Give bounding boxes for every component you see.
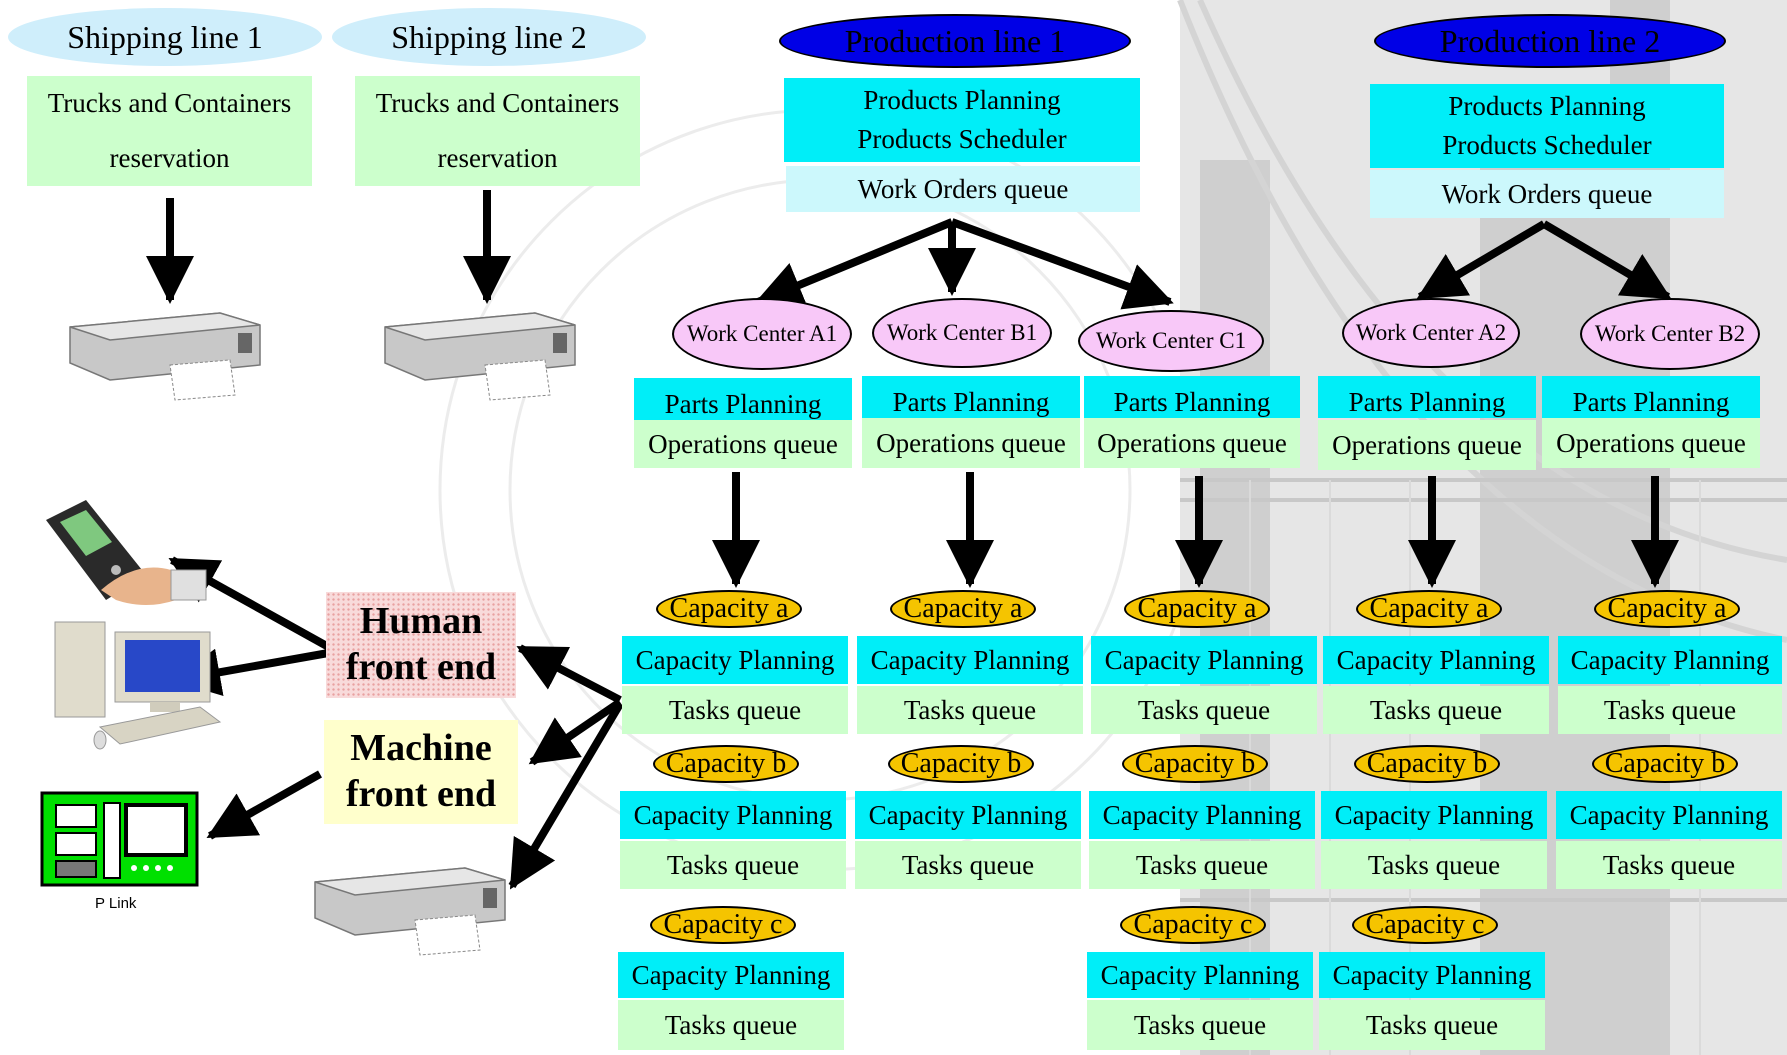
shipping-line-1-reservation-box: Trucks and Containers reservation [27, 76, 312, 186]
production-line-1-work-orders-queue: Work Orders queue [786, 166, 1140, 212]
work-center-a1-operations-queue: Operations queue [634, 420, 852, 468]
work-center-a2-operations-queue: Operations queue [1318, 420, 1536, 470]
capacity-planning-a1-b: Capacity Planning [620, 791, 846, 839]
tasks-queue-a2-c: Tasks queue [1319, 1000, 1545, 1050]
work-center-b1-parts-planning: Parts Planning [862, 376, 1080, 418]
tasks-queue-b1-a: Tasks queue [857, 686, 1083, 734]
capacity-planning-a2-c: Capacity Planning [1319, 952, 1545, 998]
printer-icon [384, 312, 576, 401]
work-center-c1-operations-queue: Operations queue [1084, 418, 1300, 468]
tasks-queue-a2-a: Tasks queue [1323, 686, 1549, 734]
work-center-b2-operations-queue: Operations queue [1542, 418, 1760, 468]
shipping-line-2-reservation-box: Trucks and Containers reservation [355, 76, 640, 186]
capacity-a-a1: Capacity a [656, 590, 802, 628]
tasks-queue-a1-c: Tasks queue [618, 1000, 844, 1050]
products-planning-label: Products Planning [1448, 91, 1646, 121]
tasks-queue-a1-b: Tasks queue [620, 841, 846, 889]
work-center-b1-operations-queue: Operations queue [862, 418, 1080, 468]
plc-board-icon [40, 791, 199, 887]
production-line-2-title: Production line 2 [1374, 14, 1726, 68]
work-center-a1-parts-planning: Parts Planning [634, 378, 852, 420]
work-center-a2: Work Center A2 [1342, 298, 1520, 368]
capacity-planning-c1-c: Capacity Planning [1087, 952, 1313, 998]
products-scheduler-label: Products Scheduler [857, 124, 1067, 154]
capacity-planning-a2-b: Capacity Planning [1321, 791, 1547, 839]
machine-front-end: Machine front end [324, 720, 518, 824]
capacity-b-c1: Capacity b [1122, 745, 1268, 783]
production-line-1-title: Production line 1 [779, 14, 1131, 68]
tasks-queue-c1-a: Tasks queue [1091, 686, 1317, 734]
tasks-queue-c1-c: Tasks queue [1087, 1000, 1313, 1050]
capacity-a-b2: Capacity a [1594, 590, 1740, 628]
handheld-scanner-icon [46, 500, 207, 605]
reservation-line-2: reservation [437, 143, 558, 173]
tasks-queue-c1-b: Tasks queue [1089, 841, 1315, 889]
tasks-queue-b2-a: Tasks queue [1558, 686, 1782, 734]
production-line-1-planning-box: Products Planning Products Scheduler [784, 78, 1140, 162]
shipping-line-1-title: Shipping line 1 [8, 8, 322, 66]
capacity-b-b2: Capacity b [1592, 745, 1738, 783]
tasks-queue-a1-a: Tasks queue [622, 686, 848, 734]
human-front-end-line-1: Human [359, 600, 483, 643]
capacity-planning-c1-b: Capacity Planning [1089, 791, 1315, 839]
work-center-b2: Work Center B2 [1580, 298, 1760, 370]
capacity-b-a2: Capacity b [1354, 745, 1500, 783]
products-scheduler-label: Products Scheduler [1442, 130, 1652, 160]
tasks-queue-b1-b: Tasks queue [855, 841, 1081, 889]
printer-icon [69, 312, 261, 401]
capacity-a-a2: Capacity a [1356, 590, 1502, 628]
production-line-2-work-orders-queue: Work Orders queue [1370, 170, 1724, 218]
reservation-line-1: Trucks and Containers [47, 88, 292, 118]
human-front-end-line-2: front end [345, 646, 497, 688]
capacity-planning-c1-a: Capacity Planning [1091, 636, 1317, 684]
capacity-a-c1: Capacity a [1124, 590, 1270, 628]
capacity-planning-b1-a: Capacity Planning [857, 636, 1083, 684]
reservation-line-1: Trucks and Containers [375, 88, 620, 118]
work-center-c1: Work Center C1 [1078, 310, 1264, 372]
capacity-planning-b2-a: Capacity Planning [1558, 636, 1782, 684]
tasks-queue-b2-b: Tasks queue [1556, 841, 1782, 889]
work-center-c1-parts-planning: Parts Planning [1084, 376, 1300, 418]
machine-front-end-line-1: Machine [350, 727, 492, 770]
capacity-a-b1: Capacity a [890, 590, 1036, 628]
work-center-b1: Work Center B1 [872, 298, 1052, 368]
human-front-end: Human front end [326, 592, 516, 698]
desktop-computer-icon [54, 621, 222, 750]
capacity-planning-b1-b: Capacity Planning [855, 791, 1081, 839]
products-planning-label: Products Planning [863, 85, 1061, 115]
tasks-queue-a2-b: Tasks queue [1321, 841, 1547, 889]
machine-front-end-line-2: front end [345, 773, 497, 815]
capacity-planning-b2-b: Capacity Planning [1556, 791, 1782, 839]
plc-label: P Link [95, 895, 137, 912]
work-center-b2-parts-planning: Parts Planning [1542, 376, 1760, 418]
capacity-b-b1: Capacity b [888, 745, 1034, 783]
reservation-line-2: reservation [109, 143, 230, 173]
work-center-a2-parts-planning: Parts Planning [1318, 376, 1536, 418]
printer-icon [314, 867, 506, 956]
capacity-b-a1: Capacity b [653, 745, 799, 783]
work-center-a1: Work Center A1 [672, 298, 852, 370]
capacity-planning-a1-c: Capacity Planning [618, 952, 844, 998]
capacity-c-c1: Capacity c [1120, 906, 1266, 944]
shipping-line-2-title: Shipping line 2 [332, 8, 646, 66]
production-line-2-planning-box: Products Planning Products Scheduler [1370, 84, 1724, 168]
capacity-planning-a1-a: Capacity Planning [622, 636, 848, 684]
capacity-c-a2: Capacity c [1352, 906, 1498, 944]
capacity-planning-a2-a: Capacity Planning [1323, 636, 1549, 684]
capacity-c-a1: Capacity c [650, 906, 796, 944]
